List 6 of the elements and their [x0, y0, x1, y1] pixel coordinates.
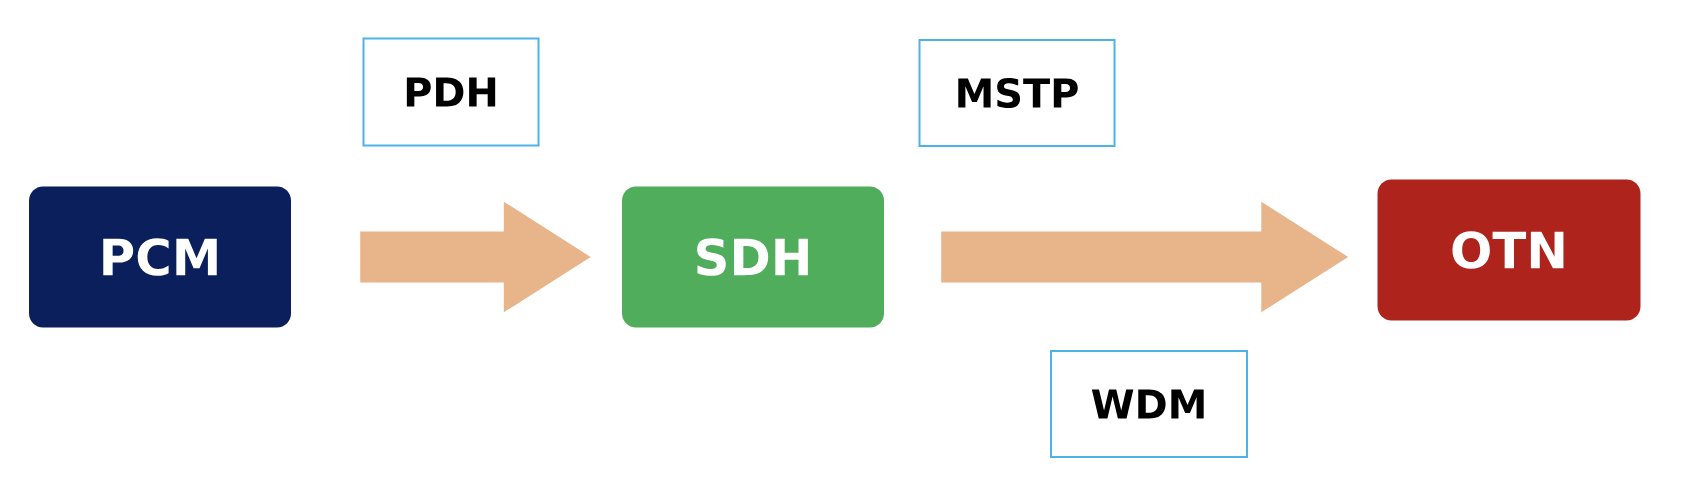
process-box: PCM: [29, 186, 291, 328]
label-box: MSTP: [918, 39, 1116, 147]
label-box: WDM: [1050, 350, 1248, 458]
label-box: PDH: [362, 37, 540, 147]
process-box: OTN: [1377, 179, 1641, 321]
process-box: SDH: [622, 186, 884, 328]
